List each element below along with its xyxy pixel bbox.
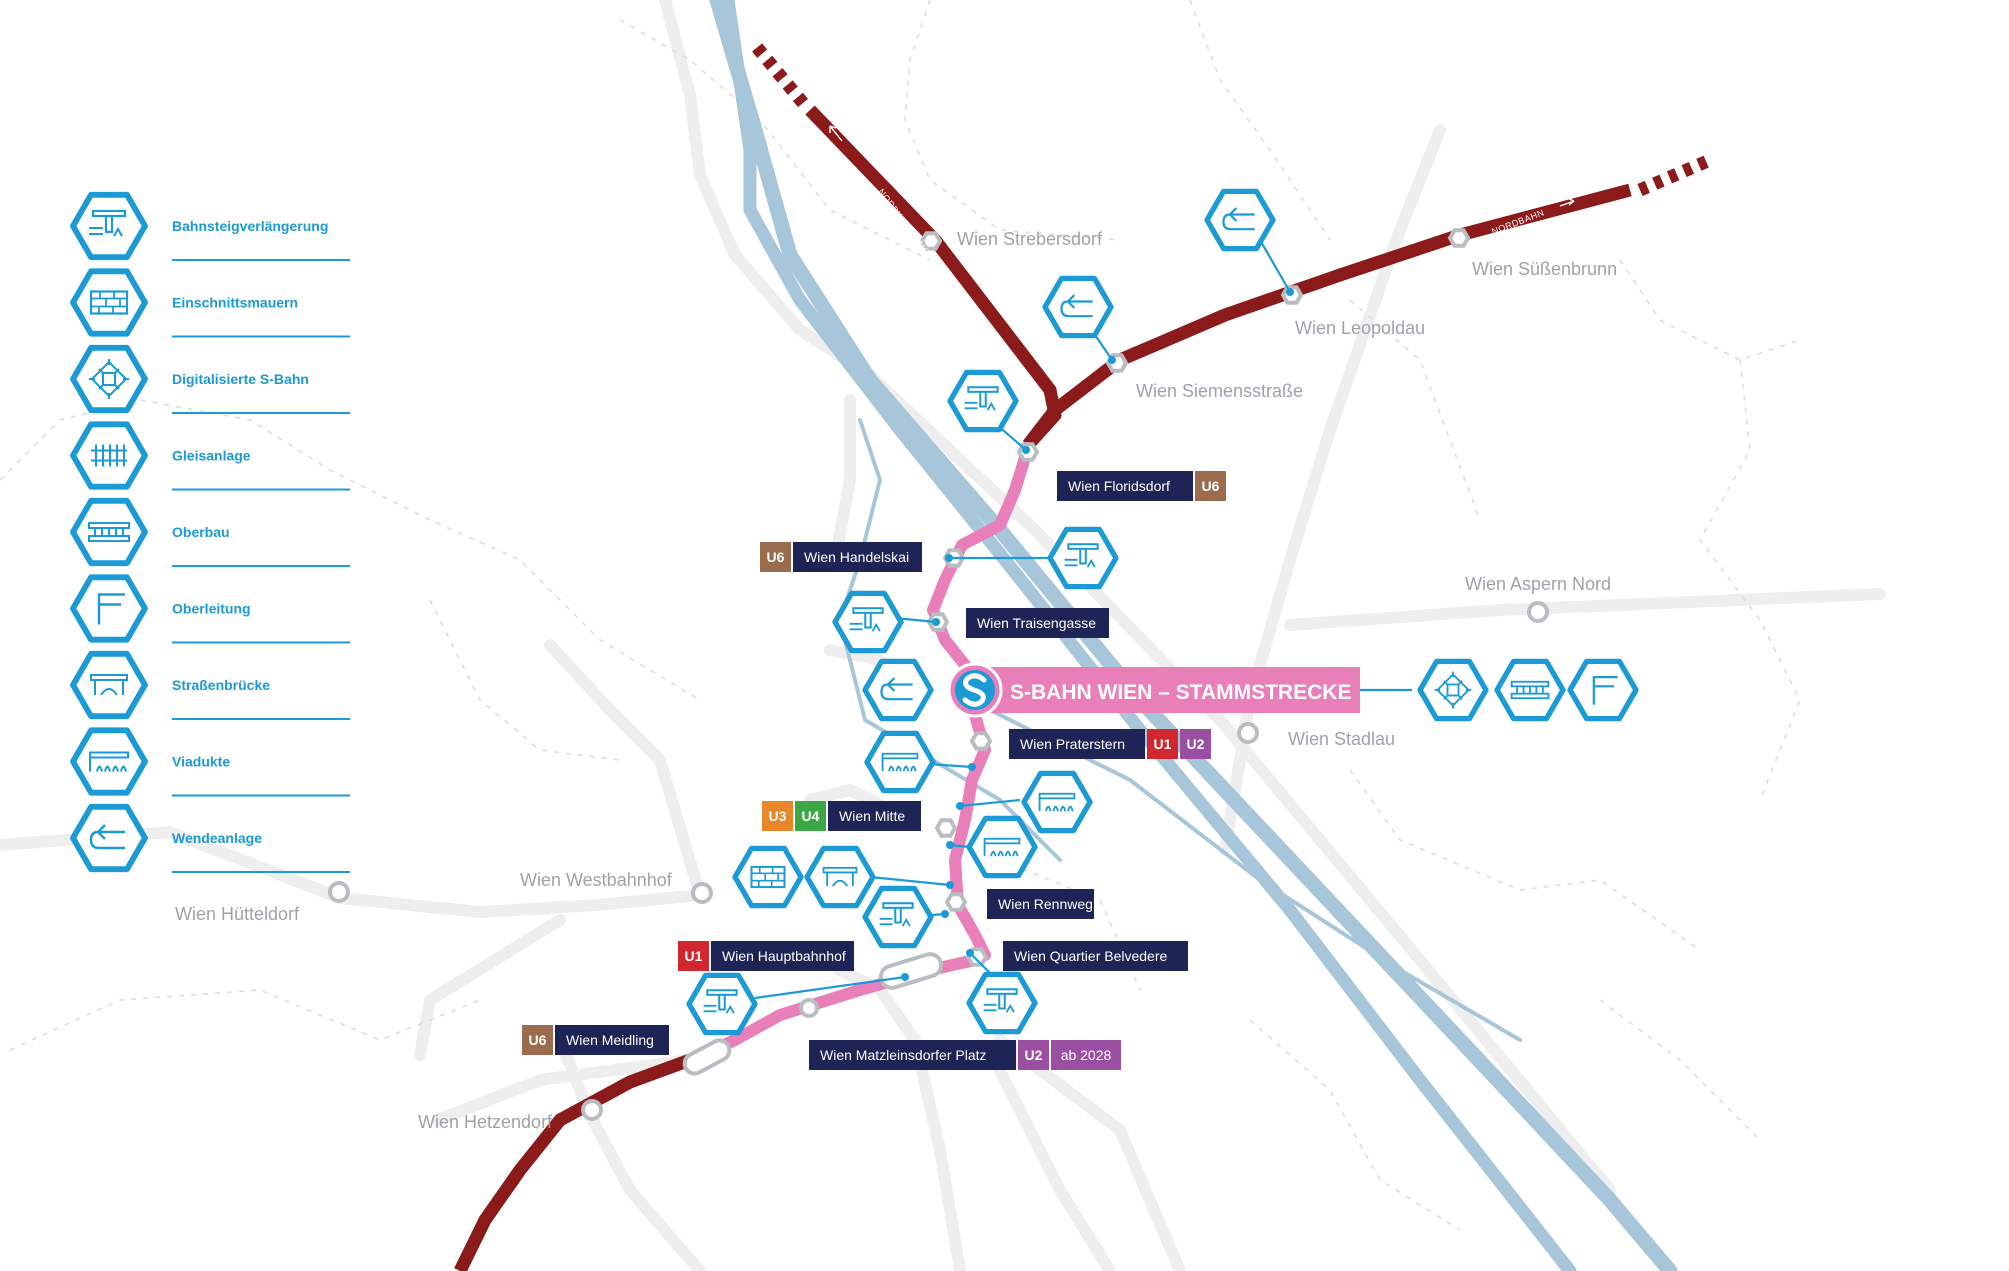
stammstrecke-badge: S-BAHN WIEN – STAMMSTRECKE — [947, 662, 1360, 718]
legend-catenary — [70, 574, 148, 643]
district-boundaries — [0, 0, 1801, 1231]
opening-note: ab 2028 — [1061, 1047, 1112, 1063]
label-strebersdorf: Wien Strebersdorf — [957, 229, 1103, 249]
station-name: Wien Floridsdorf — [1068, 478, 1170, 494]
icon-stamm-superstructure — [1494, 658, 1566, 722]
label-westbahnhof: Wien Westbahnhof — [520, 870, 673, 890]
station-name: Wien Rennweg — [998, 896, 1093, 912]
station-name: Wien Matzleinsdorfer Platz — [820, 1047, 987, 1063]
label-stadlau: Wien Stadlau — [1288, 729, 1395, 749]
icon-stamm-turnaround — [862, 658, 934, 722]
legend-label: Oberbau — [172, 524, 230, 540]
legend-label: Einschnittsmauern — [172, 295, 298, 311]
station-name: Wien Quartier Belvedere — [1014, 948, 1168, 964]
icon-rennweg-roadbridge — [804, 845, 876, 909]
icon-praterstern-viaduct — [864, 730, 936, 794]
legend-roadbridge — [70, 650, 148, 720]
legend-superstructure — [70, 497, 148, 567]
label-suessenbrunn: Wien Süßenbrunn — [1472, 259, 1617, 279]
stammstrecke-title: S-BAHN WIEN – STAMMSTRECKE — [1010, 681, 1351, 704]
line-badge-U2: U2 — [1025, 1047, 1043, 1063]
station-meidling: U6 Wien Meidling — [522, 1025, 669, 1055]
secondary-station-markers — [328, 601, 1549, 1121]
line-badge-U6: U6 — [529, 1032, 547, 1048]
icon-hauptbahnhof-platform — [686, 972, 758, 1036]
station-name: Wien Traisengasse — [977, 615, 1096, 631]
line-badge-U3: U3 — [769, 808, 787, 824]
icon-belvedere-platform — [966, 971, 1038, 1035]
label-leopoldau: Wien Leopoldau — [1295, 318, 1425, 338]
station-matzleinsdorf: Wien Matzleinsdorfer Platz U2 ab 2028 — [809, 1040, 1121, 1070]
line-badge-U1: U1 — [685, 948, 703, 964]
icon-leopoldau-turnaround — [1204, 188, 1276, 252]
legend-label: Wendeanlage — [172, 830, 262, 846]
line-badge-U6: U6 — [1202, 478, 1220, 494]
line-badge-U6: U6 — [767, 549, 785, 565]
station-rennweg: Wien Rennweg — [987, 889, 1094, 919]
regional-rail-lines — [454, 40, 1713, 1271]
legend-label: Viadukte — [172, 754, 230, 770]
legend-label: Gleisanlage — [172, 448, 251, 464]
legend-wall — [70, 268, 148, 337]
legend-digital — [70, 344, 148, 414]
icon-siemens-turnaround — [1042, 275, 1114, 339]
station-name: Wien Handelskai — [804, 549, 909, 565]
label-siemensstrasse: Wien Siemensstraße — [1136, 381, 1303, 401]
legend-viaduct — [70, 727, 148, 796]
station-mitte: U3 U4 Wien Mitte — [762, 801, 921, 831]
interchange-capsules — [682, 952, 944, 1076]
legend-label: Oberleitung — [172, 601, 251, 617]
icon-traisengasse-platform — [832, 590, 904, 654]
line-badge-U4: U4 — [802, 808, 820, 824]
station-hauptbahnhof: U1 Wien Hauptbahnhof — [678, 941, 854, 971]
station-name: Wien Praterstern — [1020, 736, 1125, 752]
station-name: Wien Meidling — [566, 1032, 654, 1048]
station-nodes — [919, 228, 1471, 967]
station-traisengasse: Wien Traisengasse — [966, 608, 1109, 638]
label-hetzendorf: Wien Hetzendorf — [418, 1112, 553, 1132]
icon-stamm-catenary — [1567, 658, 1639, 722]
legend-label: Straßenbrücke — [172, 677, 270, 693]
legend-track — [70, 421, 148, 490]
line-badge-U1: U1 — [1154, 736, 1172, 752]
icon-floridsdorf-platform — [947, 369, 1019, 433]
icon-rennweg-wall — [732, 845, 804, 909]
station-floridsdorf: Wien Floridsdorf U6 — [1057, 471, 1226, 501]
legend-label: Digitalisierte S-Bahn — [172, 371, 309, 387]
label-aspern: Wien Aspern Nord — [1465, 574, 1611, 594]
icon-stamm-digital — [1417, 658, 1489, 722]
icon-mitte-viaduct-2 — [966, 815, 1038, 879]
station-praterstern: Wien Praterstern U1 U2 — [1009, 729, 1211, 759]
station-belvedere: Wien Quartier Belvedere — [1003, 941, 1188, 971]
line-badge-U2: U2 — [1187, 736, 1205, 752]
map-icons — [686, 188, 1639, 1036]
icon-handelskai-platform — [1047, 526, 1119, 590]
label-huetteldorf: Wien Hütteldorf — [175, 904, 300, 924]
station-name: Wien Hauptbahnhof — [722, 948, 846, 964]
legend-label: Bahnsteigverlängerung — [172, 218, 328, 234]
secondary-station-labels: Wien Strebersdorf Wien Süßenbrunn Wien L… — [175, 229, 1617, 1132]
route-arrows — [829, 125, 1575, 207]
stammstrecke-banner — [975, 667, 1360, 713]
icon-mitte-viaduct-1 — [1021, 770, 1093, 834]
leader-dots — [901, 288, 1294, 981]
station-handelskai: U6 Wien Handelskai — [760, 542, 922, 572]
icon-rennweg-platform — [862, 885, 934, 949]
legend: BahnsteigverlängerungEinschnittsmauernDi… — [70, 191, 350, 873]
station-name: Wien Mitte — [839, 808, 905, 824]
legend-turnaround — [70, 803, 148, 873]
legend-platform — [70, 191, 148, 261]
s-bahn-logo-icon — [962, 673, 987, 707]
